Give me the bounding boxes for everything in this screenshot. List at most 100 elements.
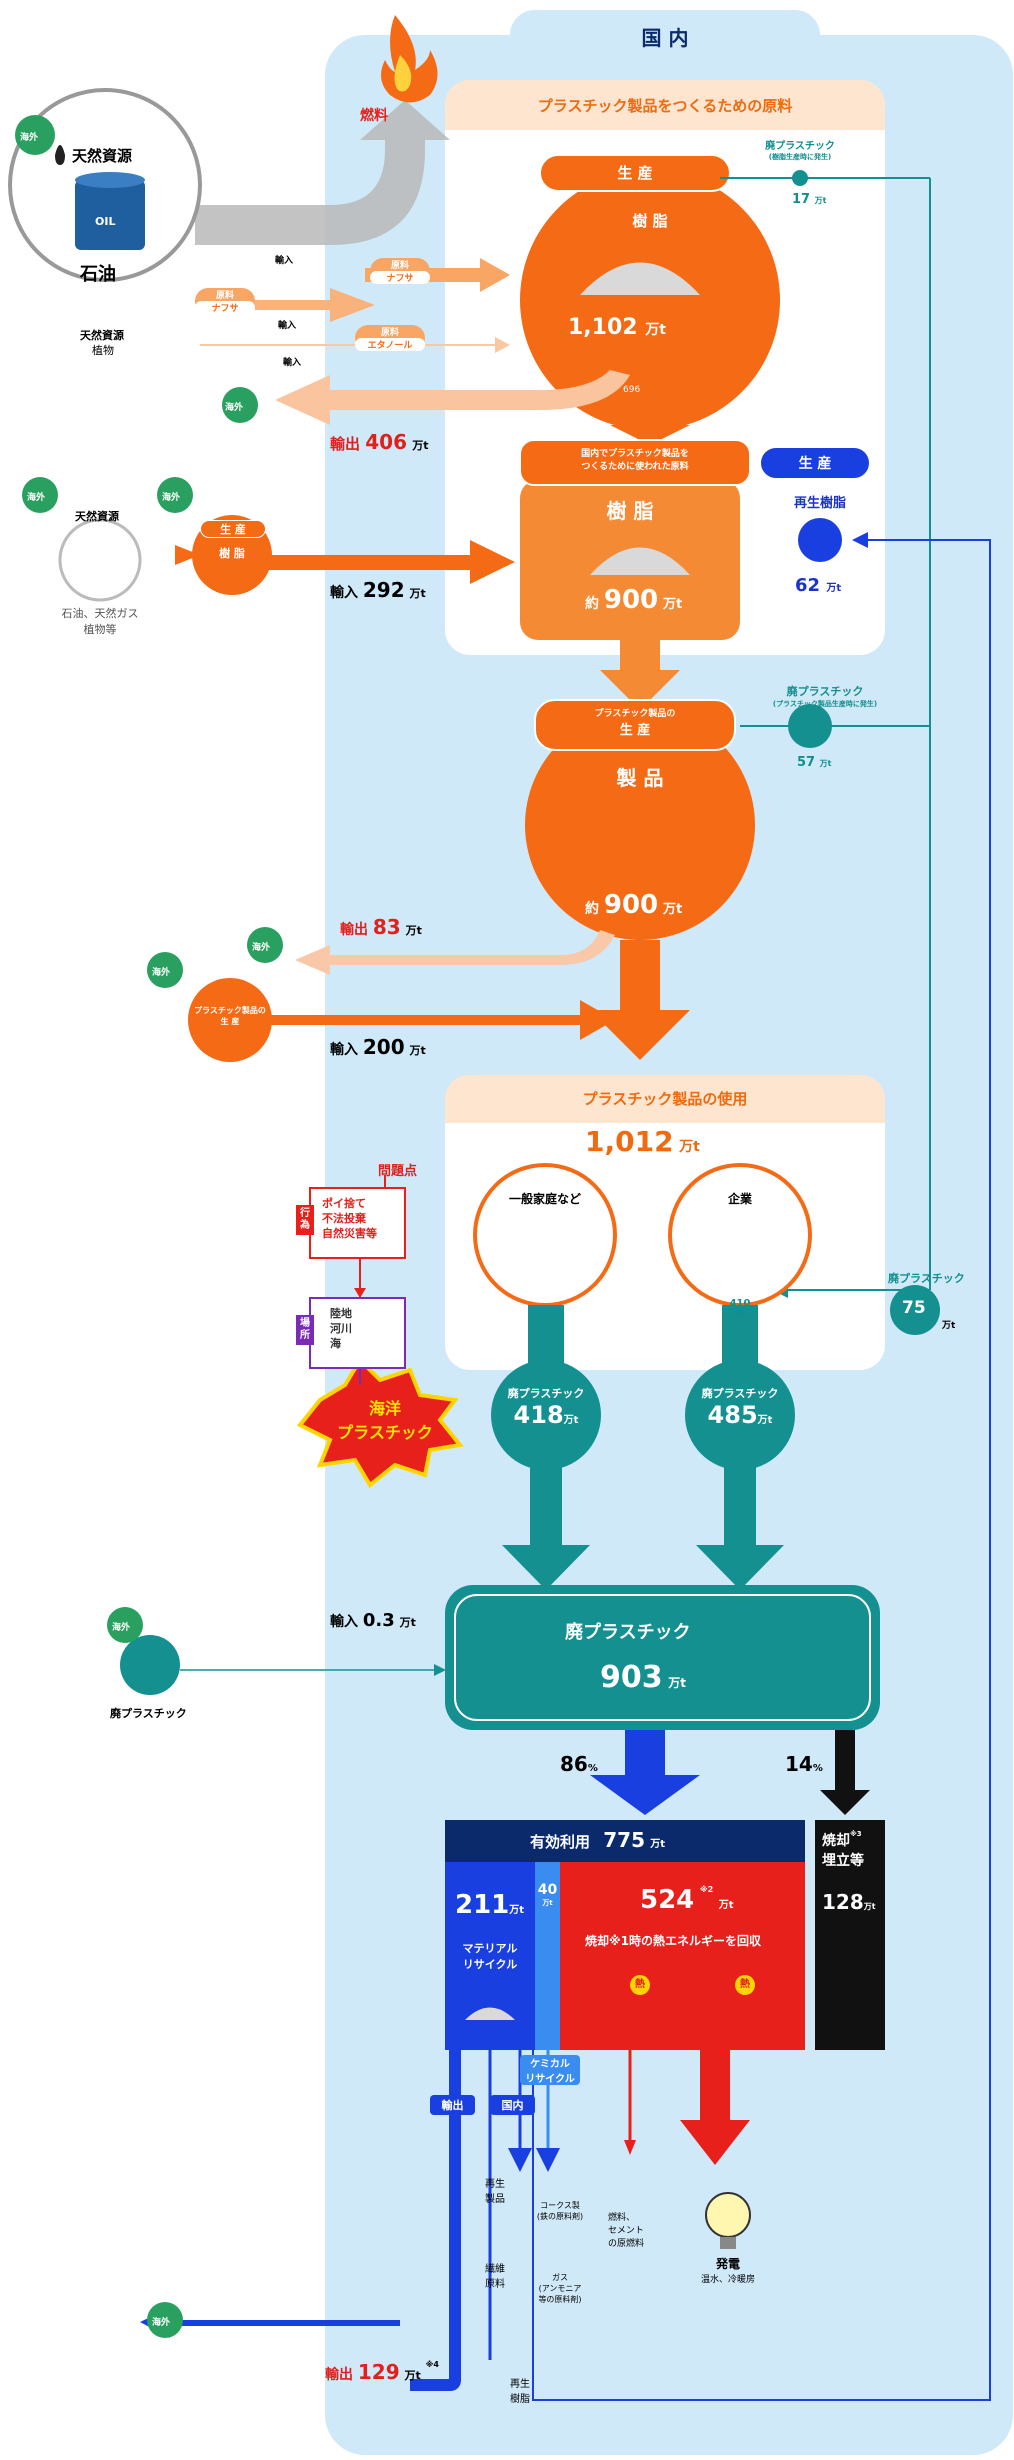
fuel-gray-arrow [195,100,450,245]
resin-amount: 1,102 万t [568,315,666,340]
waste-household-value: 418 [513,1401,564,1429]
product-amount: 約 900 万t [585,890,682,920]
overseas-label-7: 海外 [112,1623,131,1633]
export-83-unit: 万t [405,924,422,937]
overseas-label-5: 海外 [252,943,271,953]
import-label-3: 輸入 [283,358,302,368]
overseas-label-2: 海外 [225,403,244,413]
usage-unit: 万t [679,1139,700,1155]
pct-86-value: 86 [560,1752,588,1776]
export-406-unit: 万t [412,439,429,452]
import-product-circle-2: 生 産 [220,1017,240,1026]
overseas-label-4: 海外 [162,493,181,503]
naphtha-tag-1-name: ナフサ [370,271,430,284]
disposal-amount: 128万t [822,1890,876,1914]
output-fuel-2: セメント [608,2226,644,2236]
overseas-label-8: 海外 [152,2318,171,2328]
chemical-unit: 万t [542,1899,553,1907]
chemical-recycle-box [535,1862,560,2050]
product-production-circle [525,710,755,940]
waste-company: 廃プラスチック 485万t [685,1385,795,1429]
thermal-recovery-box [560,1862,805,2050]
waste-side-amount: 75 [902,1298,926,1318]
pct-86-unit: % [587,1763,598,1774]
marine-plastic-burst [296,1356,464,1488]
import-resin-label: 樹 脂 [219,547,245,560]
oil-drum-label: OIL [95,215,116,228]
plants-title: 天然資源 [80,329,124,342]
waste-485-circle [685,1360,795,1470]
export-129-value: 129 [357,2360,400,2384]
waste-company-title: 廃プラスチック [701,1387,779,1400]
disposal-box [815,1820,885,2050]
naphtha-tag-1: 原料 ナフサ [370,258,430,284]
product-value: 900 [603,890,659,920]
waste-side-title: 廃プラスチック [888,1272,965,1285]
output-gas-3: 等の原料剤) [538,2295,582,2304]
waste-import-label: 輸入 [330,1614,358,1630]
natural-resources-title: 天然資源 [72,147,133,165]
output-power-sub: 温水、冷暖房 [700,2275,755,2285]
company-circle [668,1163,812,1307]
power-bulb-graphic [705,2192,751,2238]
resin-small-flow-value: 696 [623,385,641,395]
output-recycled-products: 再生 製品 [475,2175,515,2205]
import-natural-title: 天然資源 [75,510,119,523]
export-406-value: 406 [365,430,407,454]
waste-household-title: 廃プラスチック [507,1387,585,1400]
output-power: 発電 [715,2257,740,2271]
recycled-production-label: 生 産 [798,456,832,472]
product-production-header: プラスチック製品の 生 産 [535,706,735,738]
import-product-circle [188,978,272,1062]
waste-resin-unit: 万t [814,196,827,205]
usage-flow-small-unit: 万t [734,1310,746,1318]
split-export-tag: 輸出 [430,2095,475,2115]
export-129: 輸出 129 万t ※4 [325,2360,439,2384]
domestic-resin-label: 樹 脂 [606,499,654,523]
usage-value: 1,012 [585,1125,674,1158]
recycled-resin-unit: 万t [826,583,842,594]
naphtha-tag-2-name: ナフサ [195,301,255,314]
recycled-resin-label: 再生樹脂 [793,496,846,511]
usage-amount: 1,012 万t [585,1125,700,1158]
waste-side-value: 75 [902,1298,926,1318]
export-129-unit: 万t [404,2369,421,2382]
waste-side-unit: 万t [942,1321,956,1331]
domestic-resin-unit: 万t [663,597,683,612]
pct-14: 14% [785,1752,823,1776]
import-product-circle-1: プラスチック製品の [194,1006,266,1015]
disposal-title-1: 焼却 [822,1833,850,1849]
ethanol-tag-label: 原料 [380,328,399,338]
export-83-label: 輸出 [340,922,368,938]
action-text-2: 不法投棄 [322,1212,366,1225]
material-amount: 211万t [455,1890,524,1920]
naphtha-tag-1-label: 原料 [390,261,409,271]
pct-14-value: 14 [785,1752,813,1776]
effective-use-title: 有効利用 [530,1833,591,1851]
effective-use-unit: 万t [650,1839,666,1850]
domestic-resin-value: 900 [603,585,659,615]
effective-use-value: 775 [603,1828,645,1852]
household-circle [473,1163,617,1307]
disposal-unit: 万t [863,1902,876,1911]
resin-amount-unit: 万t [645,322,666,338]
export-129-note: ※4 [425,2360,439,2369]
product-unit: 万t [663,902,683,917]
import-200-value: 200 [362,1035,405,1059]
company-label: 企業 [727,1192,752,1206]
waste-import: 輸入 0.3 万t [330,1610,416,1631]
output-coke: コークス製 (鉄の原料剤) [525,2200,595,2222]
thermal-unit: 万t [718,1900,734,1911]
raw-material-title: プラスチック製品をつくるための原料 [537,97,793,115]
import-292-unit: 万t [409,587,426,600]
place-tag: 場所 [296,1315,314,1345]
import-product-circle-label: プラスチック製品の 生 産 [188,1005,272,1027]
export-83-value: 83 [372,915,401,939]
output-fiber-1: 繊維 [485,2264,505,2275]
usage-flow-small-value: 410 [729,1298,751,1309]
waste-household-amount: 418万t [491,1401,601,1429]
waste-product-unit: 万t [819,759,832,768]
waste-resin-value-num: 17 [792,192,811,207]
usage-title: プラスチック製品の使用 [582,1090,748,1108]
overseas-label-3: 海外 [27,493,46,503]
